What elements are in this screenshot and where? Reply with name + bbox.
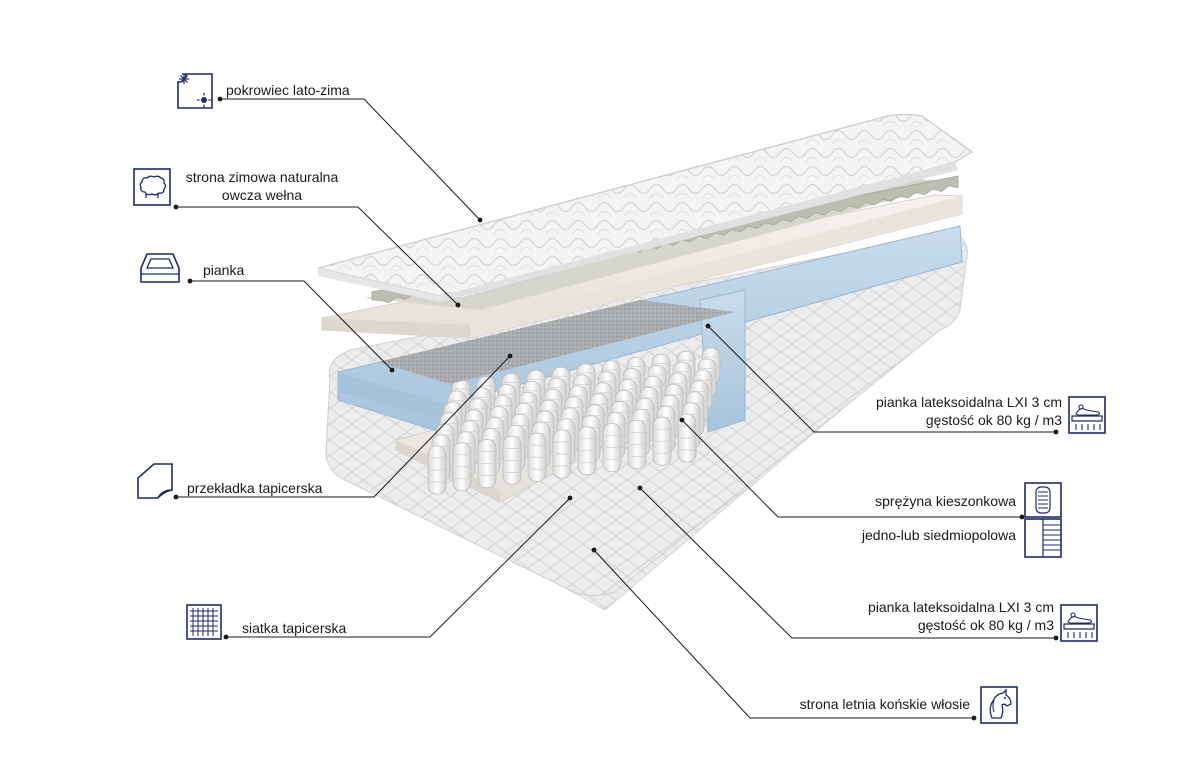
label-cover: pokrowiec lato-zima (226, 82, 350, 98)
latex-foam-icon (1068, 396, 1106, 434)
snowflake-sun-icon (177, 73, 213, 109)
label-mesh: siatka tapicerska (242, 620, 347, 636)
label-foam: pianka (203, 262, 245, 278)
label-spring: sprężyna kieszonkowa (875, 493, 1016, 509)
label-felt: przekładka tapicerska (187, 480, 323, 496)
horse-icon (980, 686, 1018, 724)
pocket-spring-icon (1024, 482, 1062, 518)
leader-lines (176, 98, 1056, 719)
label-latex-top: pianka lateksoidalna LXI 3 cm gęstość ok… (820, 393, 1062, 429)
label-latex-bottom: pianka lateksoidalna LXI 3 cm gęstość ok… (810, 598, 1054, 634)
label-latex-top-line1: pianka lateksoidalna LXI 3 cm (876, 394, 1062, 410)
label-wool-line2: owcza wełna (221, 187, 303, 203)
label-wool-line1: strona zimowa naturalna (185, 169, 339, 185)
label-wool: strona zimowa naturalna owcza wełna (176, 168, 348, 204)
pocket-springs (427, 347, 721, 495)
label-latex-bottom-line1: pianka lateksoidalna LXI 3 cm (868, 599, 1054, 615)
mesh-grid-icon (186, 604, 222, 640)
foam-tray-icon (140, 253, 180, 283)
sheep-icon (133, 168, 171, 206)
label-latex-bottom-line2: gęstość ok 80 kg / m3 (917, 617, 1054, 633)
zones-icon (1024, 518, 1062, 558)
leader-dots (173, 96, 1059, 721)
felt-sheet-icon (137, 463, 173, 499)
latex-foam-icon (1060, 604, 1098, 642)
label-horsehair: strona letnia końskie włosie (799, 696, 970, 712)
label-zones: jedno-lub siedmiopolowa (861, 527, 1016, 543)
label-latex-top-line2: gęstość ok 80 kg / m3 (925, 412, 1062, 428)
